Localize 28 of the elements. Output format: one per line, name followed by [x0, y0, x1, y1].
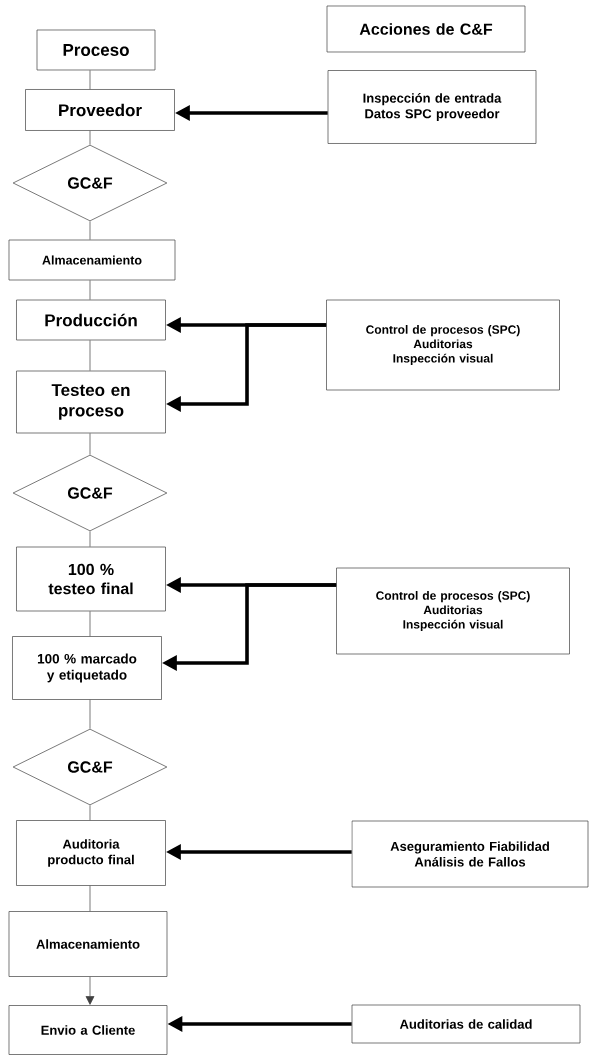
connector-line — [89, 340, 91, 371]
process-box: Envio a Cliente — [8, 1005, 168, 1055]
connector-line — [89, 221, 91, 240]
connector-line — [89, 611, 91, 637]
process-box: Producción — [16, 299, 166, 341]
connector-line — [89, 531, 91, 547]
header-box: Acciones de C&F — [326, 5, 526, 53]
connector-line — [89, 280, 91, 300]
connector-line — [89, 885, 91, 912]
action-box: Auditorias de calidad — [351, 1004, 581, 1044]
connector-line — [89, 805, 91, 821]
arrow — [85, 976, 95, 1005]
connector-line — [89, 70, 91, 90]
action-box: Control de procesos (SPC) Auditorias Inspección visual — [336, 567, 570, 655]
action-box: Control de procesos (SPC) Auditorias Inspección visual — [326, 299, 560, 391]
connector-line — [89, 130, 91, 145]
connector-line — [89, 433, 91, 455]
action-box: Inspección de entrada Datos SPC proveedor — [327, 70, 537, 144]
process-box: Almacenamiento — [8, 239, 176, 281]
action-box: Aseguramiento Fiabilidad Análisis de Fallos — [351, 820, 589, 888]
process-box: 100 % testeo final — [16, 546, 166, 612]
process-box: Proveedor — [25, 89, 175, 131]
process-box: Proceso — [36, 29, 156, 71]
process-box: Auditoria producto final — [16, 820, 166, 886]
connector-line — [89, 699, 91, 729]
process-box: Almacenamiento — [8, 911, 168, 977]
process-box: 100 % marcado y etiquetado — [12, 636, 162, 700]
process-box: Testeo en proceso — [16, 370, 166, 434]
